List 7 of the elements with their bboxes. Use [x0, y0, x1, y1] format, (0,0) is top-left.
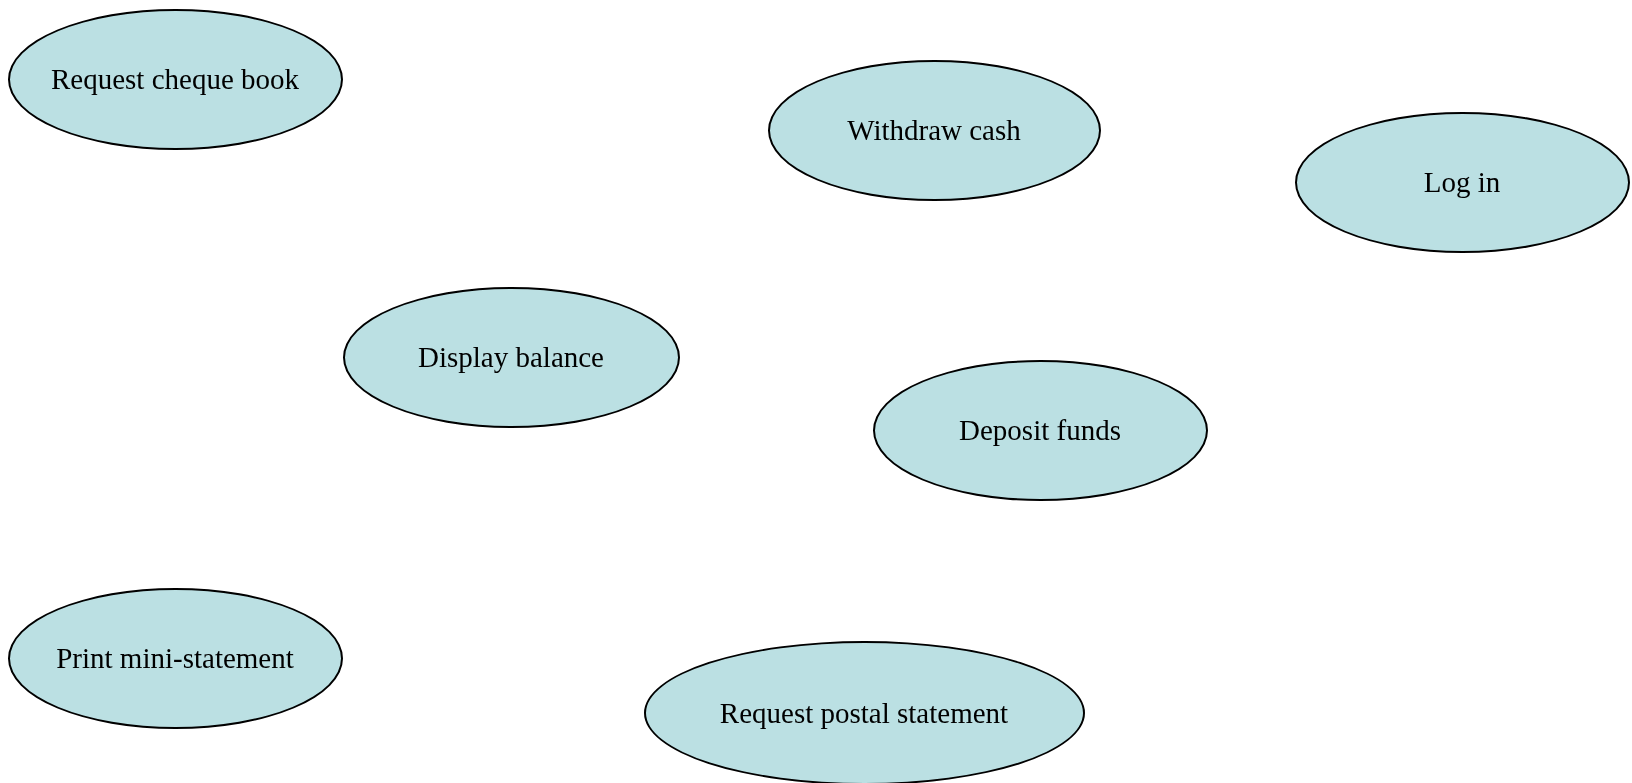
node-label: Display balance: [418, 340, 604, 374]
node-label: Log in: [1423, 165, 1501, 199]
node-label: Print mini-statement: [56, 641, 294, 675]
node-label: Withdraw cash: [847, 113, 1021, 147]
node-label: Request postal statement: [719, 696, 1009, 730]
node-label: Request cheque book: [50, 62, 299, 96]
node-label: Deposit funds: [959, 413, 1121, 447]
